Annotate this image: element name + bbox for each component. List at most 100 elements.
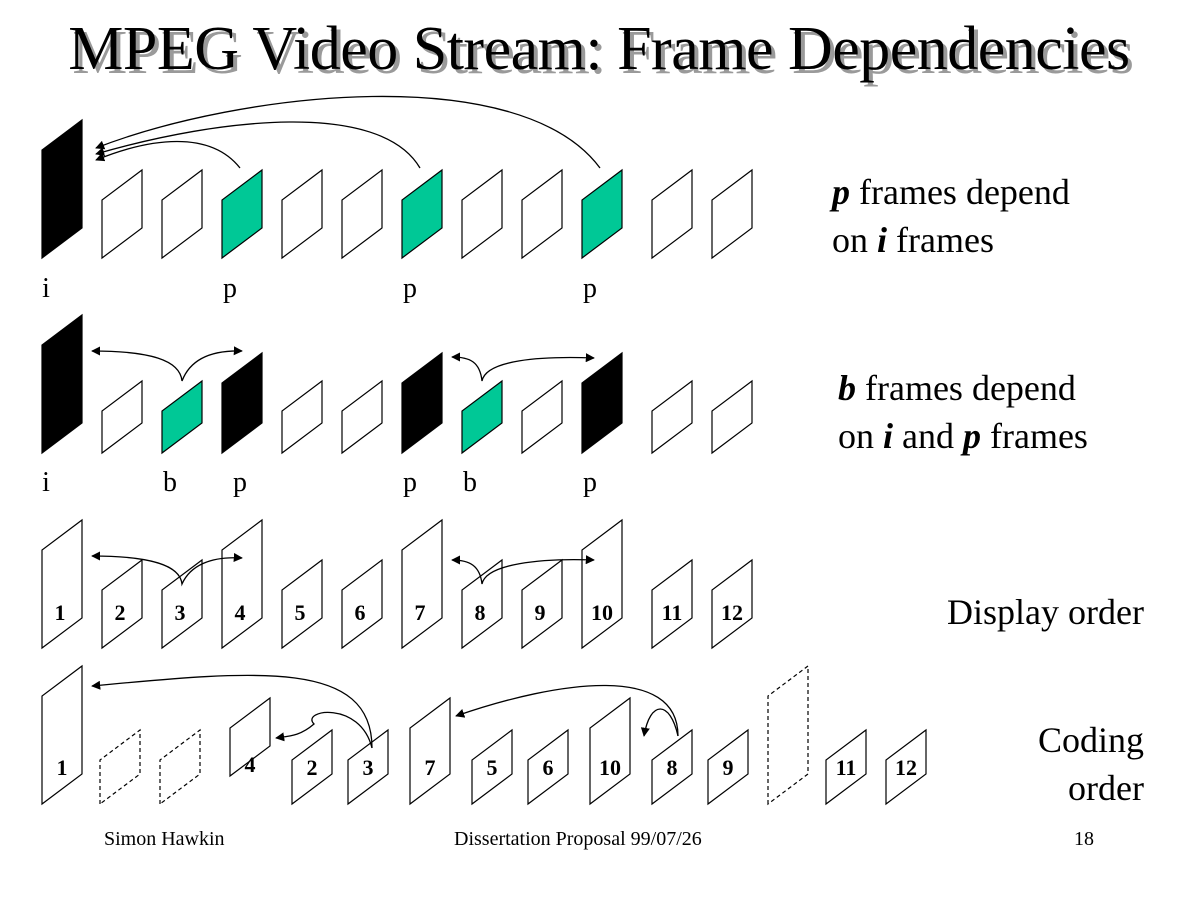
frame-6 xyxy=(341,168,383,260)
coding-frame-number-6: 5 xyxy=(487,755,498,780)
p-to-i-arrow-1 xyxy=(95,140,241,169)
coding-dep-arrow-3 xyxy=(455,684,679,737)
frame-7 xyxy=(401,168,443,260)
frame-4 xyxy=(221,168,263,260)
footer-author: Simon Hawkin xyxy=(104,828,225,850)
p-row-label-3: p xyxy=(403,273,417,304)
b-row-label-1: i xyxy=(42,467,50,498)
frame-9 xyxy=(521,168,563,260)
p-row-label-2: p xyxy=(223,273,237,304)
coding-frame-10 xyxy=(589,696,631,806)
coding-frame-number-12: 12 xyxy=(895,755,917,780)
i-frame xyxy=(41,118,83,260)
b-desc-text-3: and xyxy=(893,416,963,456)
display-dep-arrow-1 xyxy=(91,551,243,587)
b-desc-text-2: on xyxy=(838,416,883,456)
coding-order-caption: Coding order xyxy=(944,716,1144,812)
display-frame-number-5: 5 xyxy=(295,600,306,625)
display-frame-number-4: 4 xyxy=(235,600,246,625)
coding-frame-15 xyxy=(885,728,927,806)
frame-8 xyxy=(461,168,503,260)
coding-frame-11 xyxy=(651,728,693,806)
coding-frame-6 xyxy=(347,728,389,806)
coding-frame-9 xyxy=(527,728,569,806)
i-letter-2: i xyxy=(883,416,894,456)
b-row-label-6: p xyxy=(583,467,597,498)
coding-dep-arrow-4 xyxy=(640,708,679,737)
row2-frame-6 xyxy=(341,379,383,455)
b-dep-arrow-1 xyxy=(91,346,243,382)
coding-frame-7 xyxy=(409,696,451,806)
display-frame-number-8: 8 xyxy=(475,600,486,625)
p-desc-text-1: frames depend xyxy=(850,172,1070,212)
display-frame-number-1: 1 xyxy=(55,600,66,625)
row2-frame-3 xyxy=(161,379,203,455)
row2-frame-9 xyxy=(521,379,563,455)
footer-center: Dissertation Proposal 99/07/26 xyxy=(454,828,702,850)
arrows-layer xyxy=(91,95,679,749)
p-row-label-1: i xyxy=(42,273,50,304)
display-order-caption: Display order xyxy=(947,592,1144,632)
coding-frame-number-10: 9 xyxy=(723,755,734,780)
display-frame-6 xyxy=(341,558,383,650)
frame-12 xyxy=(711,168,753,260)
coding-frame-number-8: 10 xyxy=(599,755,621,780)
coding-frame-8 xyxy=(471,728,513,806)
coding-caption-line-2: order xyxy=(1068,768,1144,808)
row2-frame-8 xyxy=(461,379,503,455)
display-frame-4 xyxy=(221,518,263,650)
coding-frame-4 xyxy=(229,696,271,778)
display-dep-arrow-2 xyxy=(451,555,595,585)
display-frame-number-10: 10 xyxy=(591,600,613,625)
row2-frame-7 xyxy=(401,351,443,455)
row2-frame-12 xyxy=(711,379,753,455)
frame-2 xyxy=(101,168,143,260)
display-frame-number-12: 12 xyxy=(721,600,743,625)
coding-frame-number-9: 8 xyxy=(667,755,678,780)
p-letter: p xyxy=(832,172,850,212)
display-frame-1 xyxy=(41,518,83,650)
frame-3 xyxy=(161,168,203,260)
b-row-label-4: p xyxy=(403,467,417,498)
row2-frame-11 xyxy=(651,379,693,455)
coding-dep-arrow-2 xyxy=(275,711,373,749)
display-frame-number-11: 11 xyxy=(662,600,683,625)
display-frame-11 xyxy=(651,558,693,650)
p-dependency-description: p frames depend on i frames xyxy=(832,168,1070,264)
display-frame-number-7: 7 xyxy=(415,600,426,625)
p-desc-text-3: frames xyxy=(887,220,994,260)
frame-11 xyxy=(651,168,693,260)
display-frame-10 xyxy=(581,518,623,650)
display-frame-number-3: 3 xyxy=(175,600,186,625)
coding-caption-line-1: Coding xyxy=(1037,720,1144,760)
p-letter-2: p xyxy=(963,416,981,456)
coding-dep-arrow-1 xyxy=(91,674,373,749)
row2-frame-5 xyxy=(281,379,323,455)
coding-frame-5 xyxy=(291,728,333,806)
b-desc-text-4: frames xyxy=(981,416,1088,456)
coding-frame-number-3: 2 xyxy=(307,755,318,780)
frame-10 xyxy=(581,168,623,260)
coding-frame-number-4: 3 xyxy=(363,755,374,780)
display-frame-7 xyxy=(401,518,443,650)
coding-frame-number-7: 6 xyxy=(543,755,554,780)
display-frame-12 xyxy=(711,558,753,650)
b-row-label-3: p xyxy=(233,467,247,498)
coding-frame-2 xyxy=(99,728,141,806)
coding-frame-number-1: 1 xyxy=(57,755,68,780)
b-row-label-5: b xyxy=(463,467,477,498)
p-to-i-arrow-3 xyxy=(95,95,601,169)
display-frame-5 xyxy=(281,558,323,650)
display-frame-number-2: 2 xyxy=(115,600,126,625)
b-row-label-2: b xyxy=(163,467,177,498)
frame-5 xyxy=(281,168,323,260)
coding-frame-14 xyxy=(825,728,867,806)
b-letter: b xyxy=(838,368,856,408)
row2-frame-2 xyxy=(101,379,143,455)
footer-page-number: 18 xyxy=(1074,828,1094,850)
p-desc-text-2: on xyxy=(832,220,877,260)
coding-frame-number-11: 11 xyxy=(836,755,857,780)
b-desc-text-1: frames depend xyxy=(856,368,1076,408)
